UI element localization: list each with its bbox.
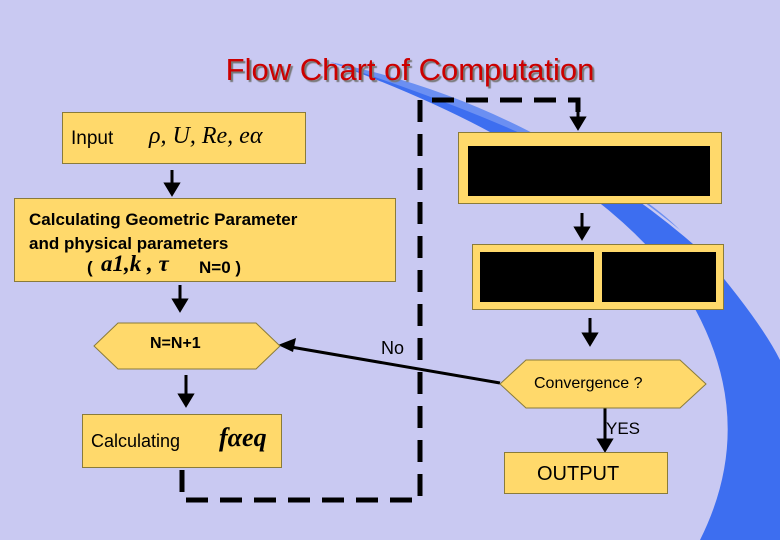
equilibrium-label: Calculating (91, 431, 181, 451)
no-label: No (381, 338, 405, 358)
right-top-black (468, 146, 710, 196)
equilibrium-box: Calculating fαeq (82, 414, 282, 468)
geometry-line1: Calculating Geometric Parameter (29, 210, 298, 229)
convergence-label: Convergence ? (534, 375, 643, 392)
right-mid-black-left (480, 252, 594, 302)
output-label: OUTPUT (537, 463, 620, 485)
input-box: Input ρ, U, Re, eα (62, 112, 306, 164)
input-math: ρ, U, Re, eα (149, 123, 263, 149)
input-label: Input (71, 128, 114, 149)
output-box: OUTPUT (504, 452, 668, 494)
right-mid-black-right (602, 252, 716, 302)
down-arrows (163, 110, 614, 453)
geometry-box: Calculating Geometric Parameter and phys… (14, 198, 396, 282)
geometry-line2: and physical parameters (29, 234, 229, 253)
equilibrium-math: fαeq (219, 423, 267, 452)
yes-label: YES (606, 419, 641, 438)
geometry-close: N=0 ) (199, 258, 242, 277)
counter-diamond (93, 322, 281, 370)
counter-label: N=N+1 (150, 335, 201, 352)
geometry-open-paren: ( (87, 258, 93, 277)
page-title: Flow Chart of Computation (225, 52, 595, 87)
geometry-math: a1,k , τ (101, 251, 169, 276)
no-arrow (284, 344, 501, 385)
dashed-loop (179, 97, 581, 503)
convergence-diamond (499, 359, 707, 409)
